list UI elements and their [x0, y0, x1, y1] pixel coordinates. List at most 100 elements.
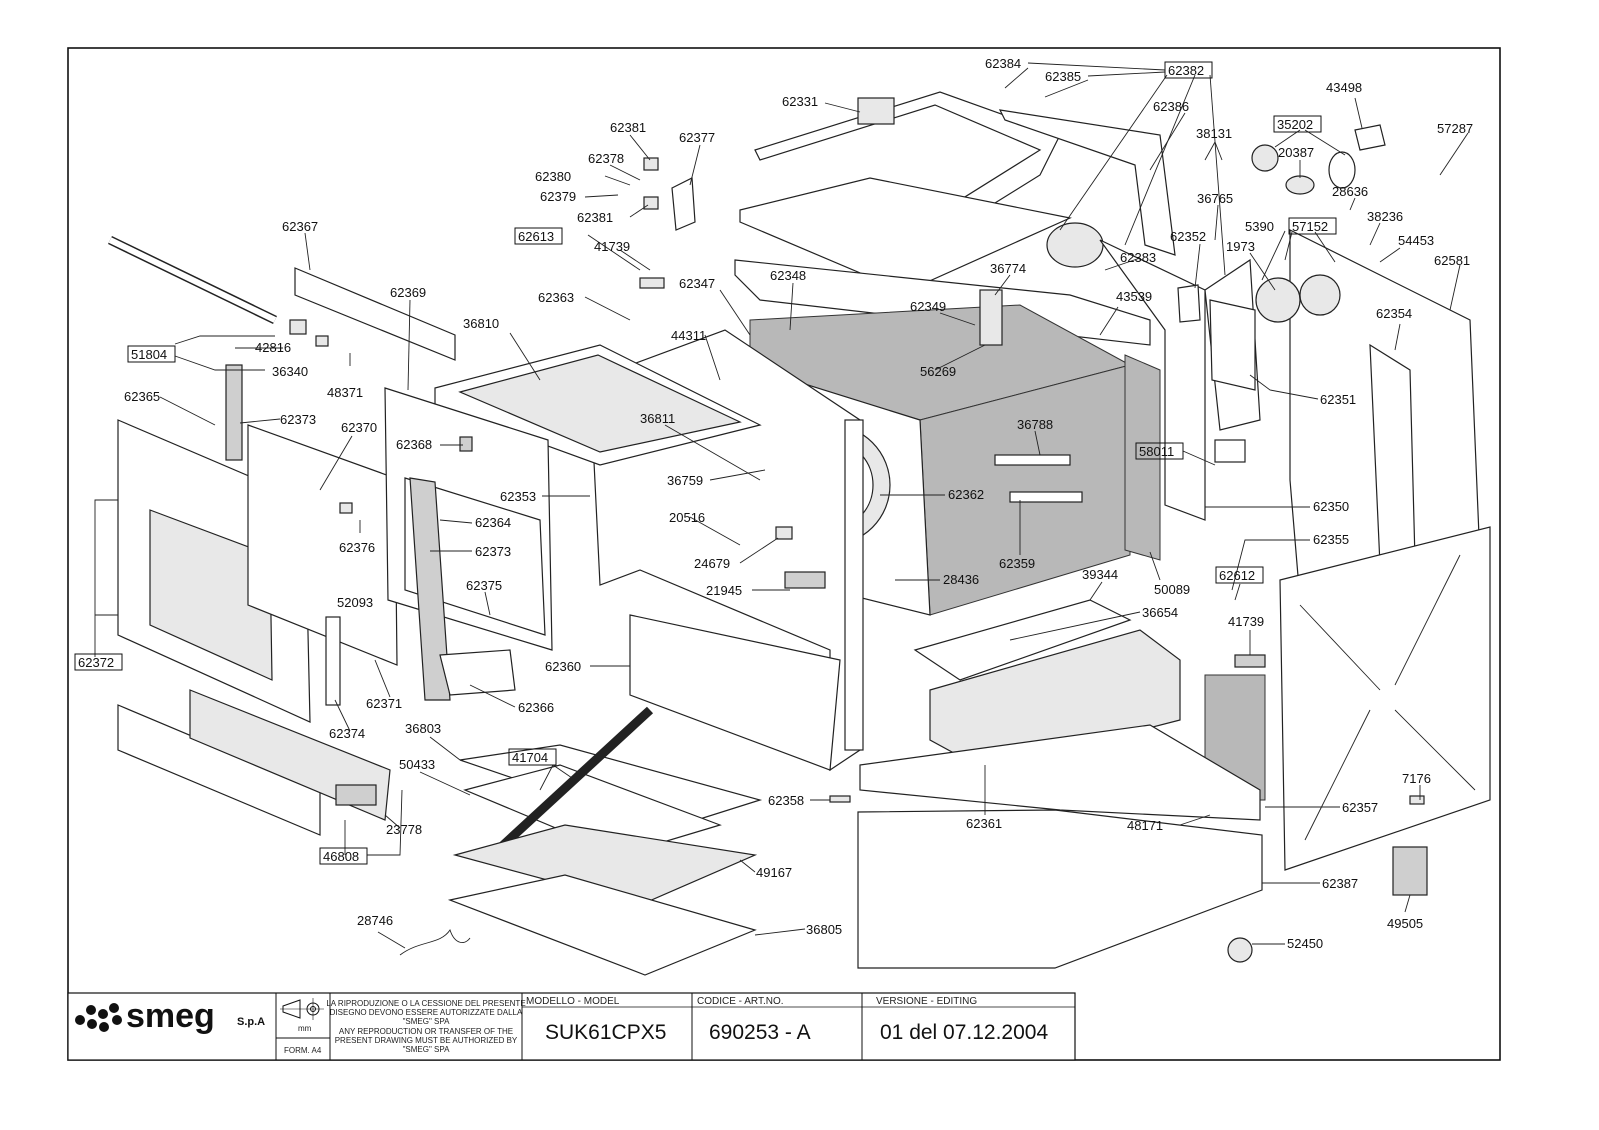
brand-logo: smeg: [126, 997, 215, 1035]
label-box-51804: [127, 345, 176, 363]
label-62373-a: 62373: [280, 412, 316, 427]
projection-symbol-icon: [280, 998, 324, 1020]
flue-pipe: [979, 289, 1003, 346]
label-48171: 48171: [1127, 818, 1163, 833]
light-bracket-41739: [639, 277, 665, 289]
label-20387: 20387: [1278, 145, 1314, 160]
back-panel: [1279, 526, 1491, 871]
label-62361: 62361: [966, 816, 1002, 831]
label-62331: 62331: [782, 94, 818, 109]
bracket-62377: [671, 177, 696, 231]
label-62366: 62366: [518, 700, 554, 715]
lamp-cover: [1328, 151, 1356, 189]
label-62376: 62376: [339, 540, 375, 555]
probe-socket-62358: [829, 795, 851, 803]
label-62380: 62380: [535, 169, 571, 184]
bracket-42816: [289, 319, 307, 335]
label-62358: 62358: [768, 793, 804, 808]
rotisserie-spit: [496, 706, 654, 852]
bracket-43498: [1354, 124, 1386, 151]
screw-62376: [339, 502, 353, 514]
label-36805: 36805: [806, 922, 842, 937]
label-52450: 52450: [1287, 936, 1323, 951]
label-36803: 36803: [405, 721, 441, 736]
label-23778: 23778: [386, 822, 422, 837]
label-62367: 62367: [282, 219, 318, 234]
label-62370: 62370: [341, 420, 377, 435]
door-seal-strip: [409, 477, 451, 701]
label-28636: 28636: [1332, 184, 1368, 199]
label-box-62613: [514, 227, 563, 245]
clip-7176: [1409, 795, 1425, 805]
back-panel-brace: [1394, 709, 1476, 791]
label-35202: 35202: [1277, 117, 1313, 132]
parts-artwork: [108, 91, 1491, 976]
model-header: MODELLO - MODEL: [526, 996, 620, 1007]
notice-en-line-1: ANY REPRODUCTION OR TRANSFER OF THE: [339, 1027, 513, 1036]
label-62352: 62352: [1170, 229, 1206, 244]
meat-probe-wire: [399, 928, 471, 956]
label-62378: 62378: [588, 151, 624, 166]
label-62381-b: 62381: [577, 210, 613, 225]
label-46808: 46808: [323, 849, 359, 864]
leader-lines: [94, 62, 1469, 949]
hinge-block-62368: [459, 436, 473, 452]
control-panel: [629, 614, 841, 771]
version-header: VERSIONE - EDITING: [876, 996, 977, 1007]
thermostat-plate: [1209, 299, 1256, 391]
label-62387: 62387: [1322, 876, 1358, 891]
clip-36340: [315, 335, 329, 347]
wire-rack-bottom: [447, 874, 757, 976]
fan-impeller: [1255, 277, 1301, 323]
label-36811: 36811: [640, 411, 675, 426]
label-62351: 62351: [1320, 392, 1356, 407]
label-51804: 51804: [131, 347, 167, 362]
code-header: CODICE - ART.NO.: [697, 996, 784, 1007]
label-36340: 36340: [272, 364, 308, 379]
label-28746: 28746: [357, 913, 393, 928]
label-62364: 62364: [475, 515, 511, 530]
top-insulation-panel: [739, 177, 1072, 293]
label-36788: 36788: [1017, 417, 1053, 432]
label-54453: 54453: [1398, 233, 1434, 248]
label-box-62612: [1215, 566, 1264, 584]
label-41739-b: 41739: [1228, 614, 1264, 629]
label-20516: 20516: [669, 510, 705, 525]
form-label: FORM. A4: [284, 1046, 322, 1055]
label-57287: 57287: [1437, 121, 1473, 136]
terminal-21945: [784, 571, 826, 589]
label-62377: 62377: [679, 130, 715, 145]
label-43539: 43539: [1116, 289, 1152, 304]
label-49167: 49167: [756, 865, 792, 880]
label-62386: 62386: [1153, 99, 1189, 114]
label-52093: 52093: [337, 595, 373, 610]
switch-62381-bottom: [643, 196, 659, 210]
label-62363: 62363: [538, 290, 574, 305]
label-24679: 24679: [694, 556, 730, 571]
label-48371: 48371: [327, 385, 363, 400]
label-28436: 28436: [943, 572, 979, 587]
label-62375: 62375: [466, 578, 502, 593]
door-hinge-right: [325, 616, 341, 706]
label-62368: 62368: [396, 437, 432, 452]
label-62371: 62371: [366, 696, 402, 711]
label-62379: 62379: [540, 189, 576, 204]
title-block-frame: [67, 992, 1076, 1061]
model-value: SUK61CPX5: [545, 1021, 666, 1044]
label-50089: 50089: [1154, 582, 1190, 597]
adjustable-foot: [1227, 937, 1253, 963]
shelf-support-1: [994, 454, 1071, 466]
company-suffix: S.p.A: [237, 1016, 265, 1028]
unit-label: mm: [298, 1024, 312, 1033]
insulation-panel-right: [1124, 354, 1161, 561]
label-7176: 7176: [1402, 771, 1431, 786]
label-box-35202: [1273, 115, 1322, 133]
title-block: smeg S.p.A mm FORM. A4 LA RIPRODUZIONE O…: [67, 992, 1076, 1061]
fan-motor: [1046, 222, 1104, 268]
door-inner-glass: [247, 424, 398, 666]
convection-motor: [1299, 274, 1341, 316]
label-62383: 62383: [1120, 250, 1156, 265]
door-bottom-hinge-bracket: [439, 649, 516, 696]
label-41739-a: 41739: [594, 239, 630, 254]
